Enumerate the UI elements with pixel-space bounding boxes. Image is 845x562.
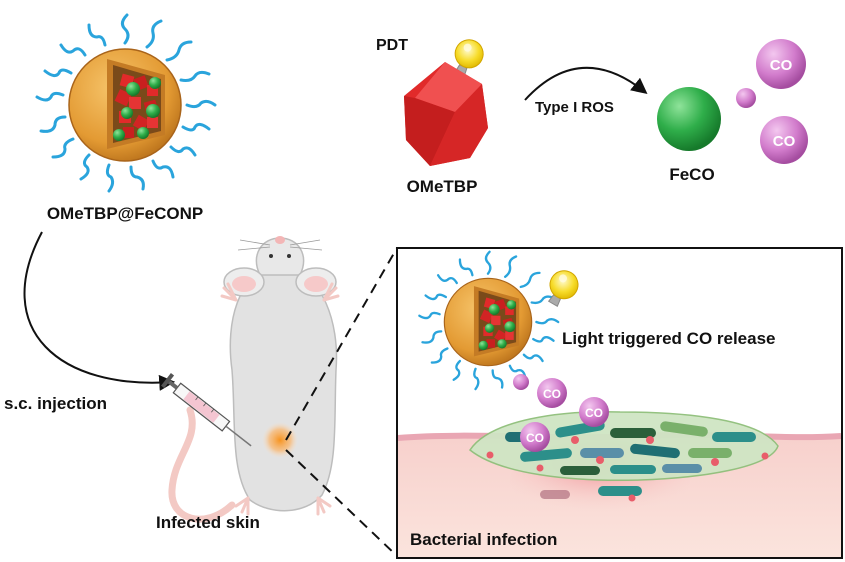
infected-skin-label: Infected skin [156, 513, 260, 532]
co-bubble-label: CO [526, 431, 544, 445]
co-bubble-label: CO [773, 133, 796, 150]
co-bubble [756, 39, 806, 89]
co-bubble [537, 378, 567, 408]
nanoparticle-label: OMeTBP@FeCONP [47, 204, 203, 223]
co-bubble [760, 116, 808, 164]
inset-border [396, 247, 843, 559]
small-co-bubble [513, 374, 529, 390]
zoom-line-top [285, 247, 398, 441]
infection-site [262, 422, 298, 458]
co-bubble-label: CO [585, 406, 603, 420]
injection-label: s.c. injection [4, 394, 107, 413]
co-bubble [520, 422, 550, 452]
nanoparticle-illustration [35, 13, 217, 193]
syringe-icon [161, 373, 252, 447]
small-co-bubble [736, 88, 756, 108]
reaction-arrow [524, 66, 648, 101]
co-bubble [579, 397, 609, 427]
bacteria-cluster [486, 420, 769, 502]
light-release-label: Light triggered CO release [562, 329, 776, 348]
feco-label: FeCO [669, 165, 714, 184]
inset-panel: Light triggered CO release CO CO CO Bact… [396, 247, 843, 559]
bacterial-infection-label: Bacterial infection [410, 530, 557, 549]
co-bubble-label: CO [770, 57, 793, 74]
type1-ros-label: Type I ROS [535, 99, 614, 116]
zoom-line-bottom [285, 449, 398, 557]
co-bubble-label: CO [543, 387, 561, 401]
pdt-label: PDT [376, 37, 408, 54]
ometbp-label: OMeTBP [407, 177, 478, 196]
mouse-illustration [168, 236, 340, 523]
ometbp-crystal [404, 62, 488, 166]
injection-arrow [23, 231, 176, 391]
feco-sphere [657, 87, 721, 151]
